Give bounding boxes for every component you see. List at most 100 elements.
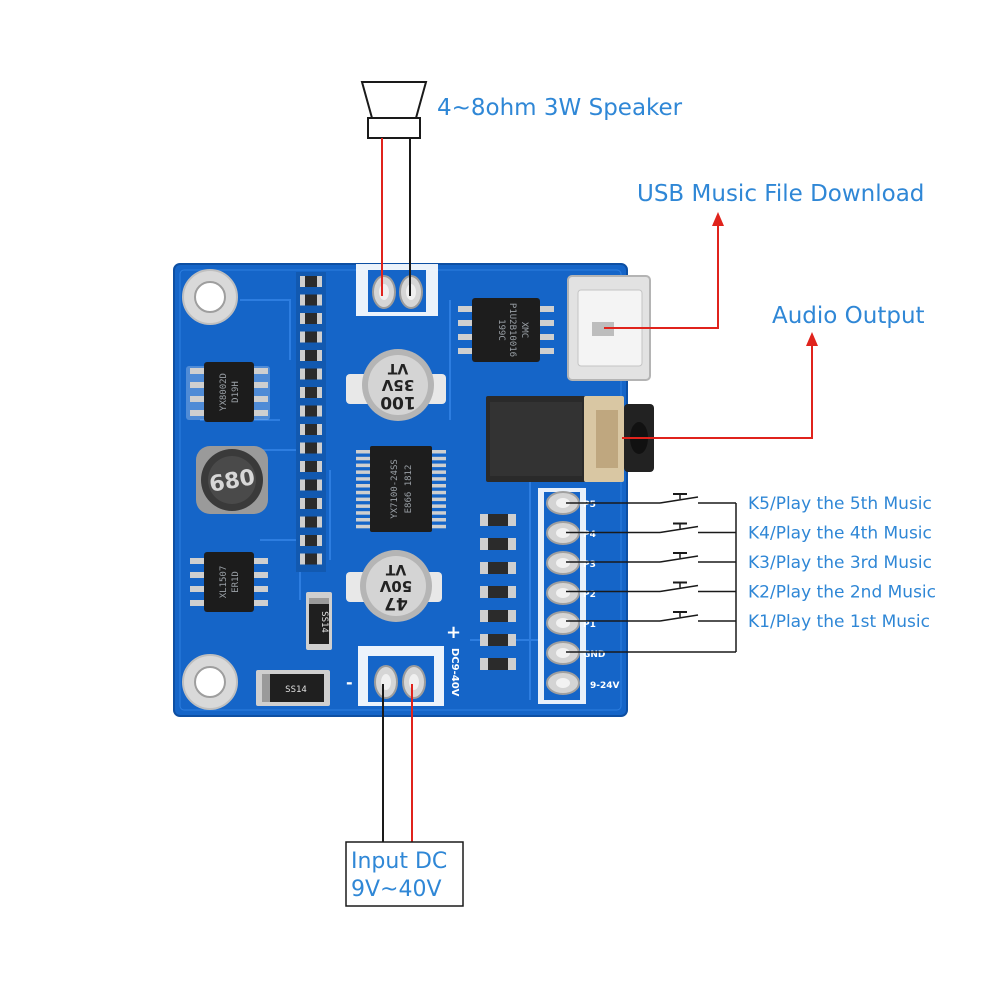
key-label: K4/Play the 4th Music xyxy=(748,524,932,544)
key-switch xyxy=(566,581,736,593)
audio-arrow-line xyxy=(622,344,813,439)
chip-pin xyxy=(356,450,370,454)
mounting-hole-top xyxy=(182,269,238,325)
usb-label: USB Music File Download xyxy=(637,181,924,207)
pin-label: P2 xyxy=(583,590,596,600)
pin-label: P3 xyxy=(583,560,596,570)
pin-label: P5 xyxy=(583,500,596,510)
smd-resistor xyxy=(300,350,322,361)
chip-pin xyxy=(356,524,370,529)
smd-resistor xyxy=(300,368,322,380)
usb-arrow-line xyxy=(604,224,719,329)
pin-label: P1 xyxy=(583,620,596,630)
audio-arrowhead xyxy=(806,332,818,346)
chip-pin xyxy=(356,456,370,461)
diode-1: SS14 xyxy=(306,592,332,650)
chip-pin xyxy=(356,470,370,474)
chip-pin xyxy=(432,504,446,508)
smd-resistor xyxy=(300,424,322,435)
smd-resistor xyxy=(480,562,516,574)
smd-resistor xyxy=(480,634,516,646)
pin-power-label: 9-24V xyxy=(590,681,620,691)
chip-pin xyxy=(356,511,370,515)
diode-2: SS14 xyxy=(256,670,330,706)
header-pin xyxy=(546,581,580,605)
smd-resistor xyxy=(300,405,322,417)
capacitor-top-value: 100 xyxy=(380,392,416,412)
chip-pin xyxy=(356,484,370,488)
input-dc-label: Input DC xyxy=(351,849,447,874)
inductor: 680 xyxy=(196,446,268,514)
smd-resistor xyxy=(300,331,322,343)
smd-resistor xyxy=(300,479,322,491)
smd-resistor xyxy=(300,498,322,509)
chip-pin xyxy=(432,524,446,529)
ic-left-top-label-1: YX8002D xyxy=(219,373,229,411)
header-pin xyxy=(546,671,580,695)
capacitor-bottom-value: 47 xyxy=(384,593,408,613)
capacitor-top-voltage: 35V xyxy=(381,376,414,394)
chip-pin xyxy=(432,450,446,454)
chip-pin xyxy=(432,456,446,461)
plus-mark: + xyxy=(446,622,461,643)
header-pin xyxy=(546,491,580,515)
smd-resistor xyxy=(300,276,322,287)
chip-pin xyxy=(432,518,446,522)
ic-left-bottom: XL1507 ER1D xyxy=(190,552,268,612)
header-pin xyxy=(546,611,580,635)
smd-resistor xyxy=(300,387,322,398)
smd-resistor xyxy=(300,313,322,324)
pin-gnd-label: GND xyxy=(583,650,605,660)
smd-resistor xyxy=(300,553,322,565)
diode-2-label: SS14 xyxy=(285,685,307,695)
chip-pin xyxy=(432,490,446,495)
resistor-bank xyxy=(480,514,516,670)
chip-pin xyxy=(432,470,446,474)
capacitor-top-series: VT xyxy=(387,360,408,376)
key-switch xyxy=(566,493,736,504)
speaker-terminal xyxy=(356,264,438,316)
flash-chip-brand: XMC xyxy=(519,322,529,338)
smd-resistor xyxy=(480,514,516,526)
smd-resistor xyxy=(300,442,322,454)
chip-pin xyxy=(356,477,370,481)
header-pin xyxy=(546,641,580,665)
smd-resistor xyxy=(300,516,322,528)
chip-pin xyxy=(432,484,446,488)
ic-left-bottom-label-2: ER1D xyxy=(231,571,241,593)
chip-pin xyxy=(432,477,446,481)
speaker-symbol xyxy=(360,81,428,139)
key-switch-wiring xyxy=(566,493,737,653)
mounting-hole-bottom xyxy=(182,654,238,710)
key-label: K5/Play the 5th Music xyxy=(748,494,932,514)
capacitor-bottom-voltage: 50V xyxy=(379,577,412,595)
key-label: K2/Play the 2nd Music xyxy=(748,583,936,603)
flash-chip: XMC P1U2B10016 199C xyxy=(458,298,554,362)
key-label: K3/Play the 3rd Music xyxy=(748,553,932,573)
diode-1-label: SS14 xyxy=(319,611,329,633)
input-dc-box xyxy=(345,841,464,907)
chip-pin xyxy=(432,463,446,468)
capacitor-bottom-series: VT xyxy=(385,561,406,577)
power-silk: DC9-40V xyxy=(449,648,460,697)
chip-pin xyxy=(356,504,370,508)
ic-left-top-label-2: D19H xyxy=(231,381,241,403)
speaker-label: 4~8ohm 3W Speaker xyxy=(437,95,683,121)
header-pin xyxy=(546,551,580,575)
key-switch xyxy=(566,552,736,563)
pin-label: P4 xyxy=(583,530,596,540)
main-chip-code: E866 1812 xyxy=(404,465,414,514)
chip-pin xyxy=(356,497,370,502)
flash-chip-code: 199C xyxy=(496,319,506,341)
chip-pin xyxy=(356,490,370,495)
smd-resistor xyxy=(480,538,516,550)
ic-left-top: YX8002D D19H xyxy=(186,362,270,422)
smd-resistor xyxy=(480,586,516,598)
chip-pin xyxy=(356,518,370,522)
key-switch xyxy=(566,522,736,534)
chip-pin xyxy=(432,511,446,515)
smd-resistor xyxy=(480,658,516,670)
